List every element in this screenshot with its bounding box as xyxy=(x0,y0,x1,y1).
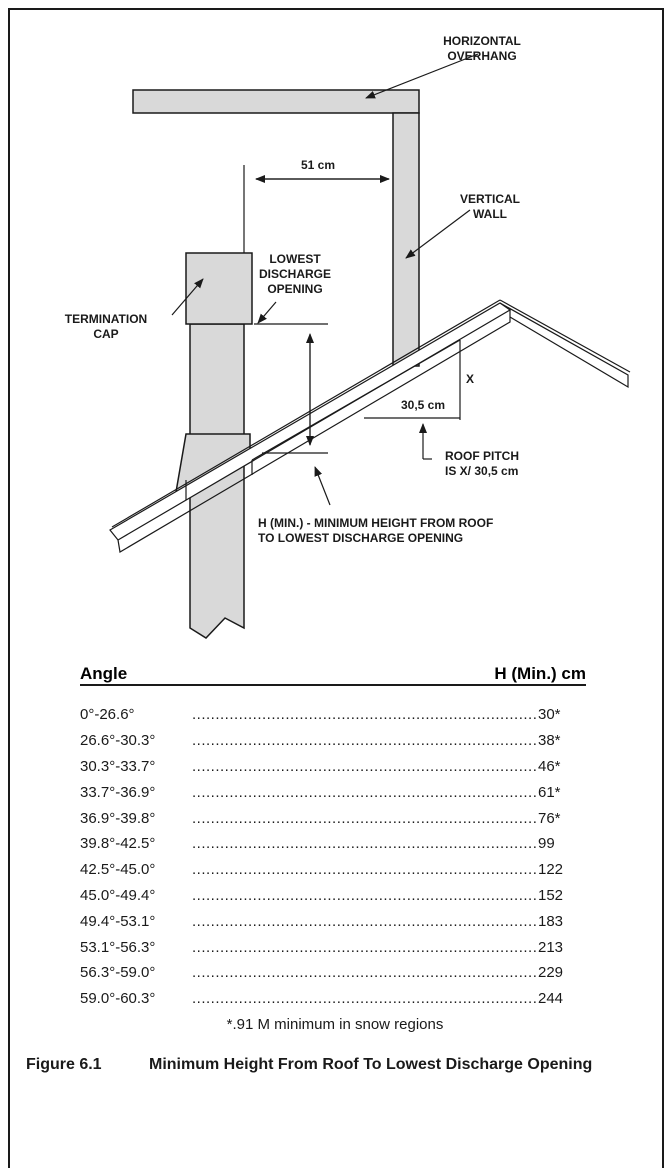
label-51-cm: 51 cm xyxy=(300,158,336,172)
label-lowest-discharge-opening: LOWEST DISCHARGE OPENING xyxy=(258,252,331,296)
table-header: Angle H (Min.) cm xyxy=(80,664,586,686)
row-angle: 45.0°-49.4° xyxy=(80,886,156,904)
roof-termination-diagram xyxy=(109,53,631,639)
horizontal-overhang xyxy=(132,89,420,114)
table-row: 59.0°-60.3° 244 xyxy=(80,986,586,1012)
row-angle: 53.1°-56.3° xyxy=(80,938,156,956)
roof-slope xyxy=(109,299,631,553)
table-row: 26.6°-30.3° 38* xyxy=(80,728,586,754)
label-vertical-wall: VERTICAL WALL xyxy=(460,192,520,221)
leader-dots xyxy=(192,835,538,852)
table-row: 42.5°-45.0° 122 xyxy=(80,857,586,883)
row-value: 122 xyxy=(538,861,564,879)
row-angle: 59.0°-60.3° xyxy=(80,990,156,1008)
row-angle: 0°-26.6° xyxy=(80,706,135,724)
label-termination-cap: TERMINATION CAP xyxy=(64,312,148,341)
termination-cap xyxy=(185,252,253,325)
row-angle: 36.9°-39.8° xyxy=(80,809,156,827)
row-value: 152 xyxy=(538,886,564,904)
figure-number: Figure 6.1 xyxy=(26,1056,102,1073)
figure-frame xyxy=(8,8,664,1168)
leader-dots xyxy=(192,758,538,775)
leader-dots xyxy=(192,964,538,981)
label-x: X xyxy=(465,372,474,386)
figure-title: Minimum Height From Roof To Lowest Disch… xyxy=(149,1056,593,1073)
snow-region-footnote: *.91 M minimum in snow regions xyxy=(226,1016,444,1033)
table-row: 36.9°-39.8° 76* xyxy=(80,805,586,831)
leader-dots xyxy=(192,810,538,827)
leader-dots xyxy=(192,732,538,749)
header-underline xyxy=(80,684,586,686)
row-angle: 39.8°-42.5° xyxy=(80,835,156,853)
row-value: 61* xyxy=(538,783,561,801)
leader-dots xyxy=(192,913,538,930)
row-angle: 49.4°-53.1° xyxy=(80,912,156,930)
table-row: 33.7°-36.9° 61* xyxy=(80,779,586,805)
table-row: 53.1°-56.3° 213 xyxy=(80,934,586,960)
table-row: 56.3°-59.0° 229 xyxy=(80,960,586,986)
row-angle: 26.6°-30.3° xyxy=(80,732,156,750)
vertical-wall xyxy=(392,112,420,367)
row-value: 99 xyxy=(538,835,555,853)
row-value: 244 xyxy=(538,990,564,1008)
angle-height-table: 0°-26.6° 30* 26.6°-30.3° 38* 30.3°-33.7° 46… xyxy=(80,702,586,1012)
row-angle: 42.5°-45.0° xyxy=(80,861,156,879)
row-value: 46* xyxy=(538,757,561,775)
label-h-min: H (MIN.) - MINIMUM HEIGHT FROM ROOF TO L… xyxy=(258,516,494,545)
row-angle: 30.3°-33.7° xyxy=(80,757,156,775)
label-roof-pitch: ROOF PITCH IS X/ 30,5 cm xyxy=(445,449,519,478)
leader-dots xyxy=(192,939,538,956)
leader-dots xyxy=(192,990,538,1007)
row-value: 183 xyxy=(538,912,564,930)
row-angle: 56.3°-59.0° xyxy=(80,964,156,982)
header-angle: Angle xyxy=(80,664,128,683)
leader-dots xyxy=(192,706,538,723)
row-angle: 33.7°-36.9° xyxy=(80,783,156,801)
row-value: 38* xyxy=(538,732,561,750)
table-row: 45.0°-49.4° 152 xyxy=(80,883,586,909)
row-value: 30* xyxy=(538,706,561,724)
leader-dots xyxy=(192,887,538,904)
header-h-min: H (Min.) cm xyxy=(494,664,586,683)
label-horizontal-overhang: HORIZONTAL OVERHANG xyxy=(443,34,521,63)
leader-dots xyxy=(192,861,538,878)
table-row: 39.8°-42.5° 99 xyxy=(80,831,586,857)
leader-dots xyxy=(192,784,538,801)
table-row: 30.3°-33.7° 46* xyxy=(80,754,586,780)
table-row: 0°-26.6° 30* xyxy=(80,702,586,728)
table-row: 49.4°-53.1° 183 xyxy=(80,908,586,934)
row-value: 76* xyxy=(538,809,561,827)
label-30-5-cm: 30,5 cm xyxy=(400,398,446,412)
row-value: 213 xyxy=(538,938,564,956)
row-value: 229 xyxy=(538,964,564,982)
